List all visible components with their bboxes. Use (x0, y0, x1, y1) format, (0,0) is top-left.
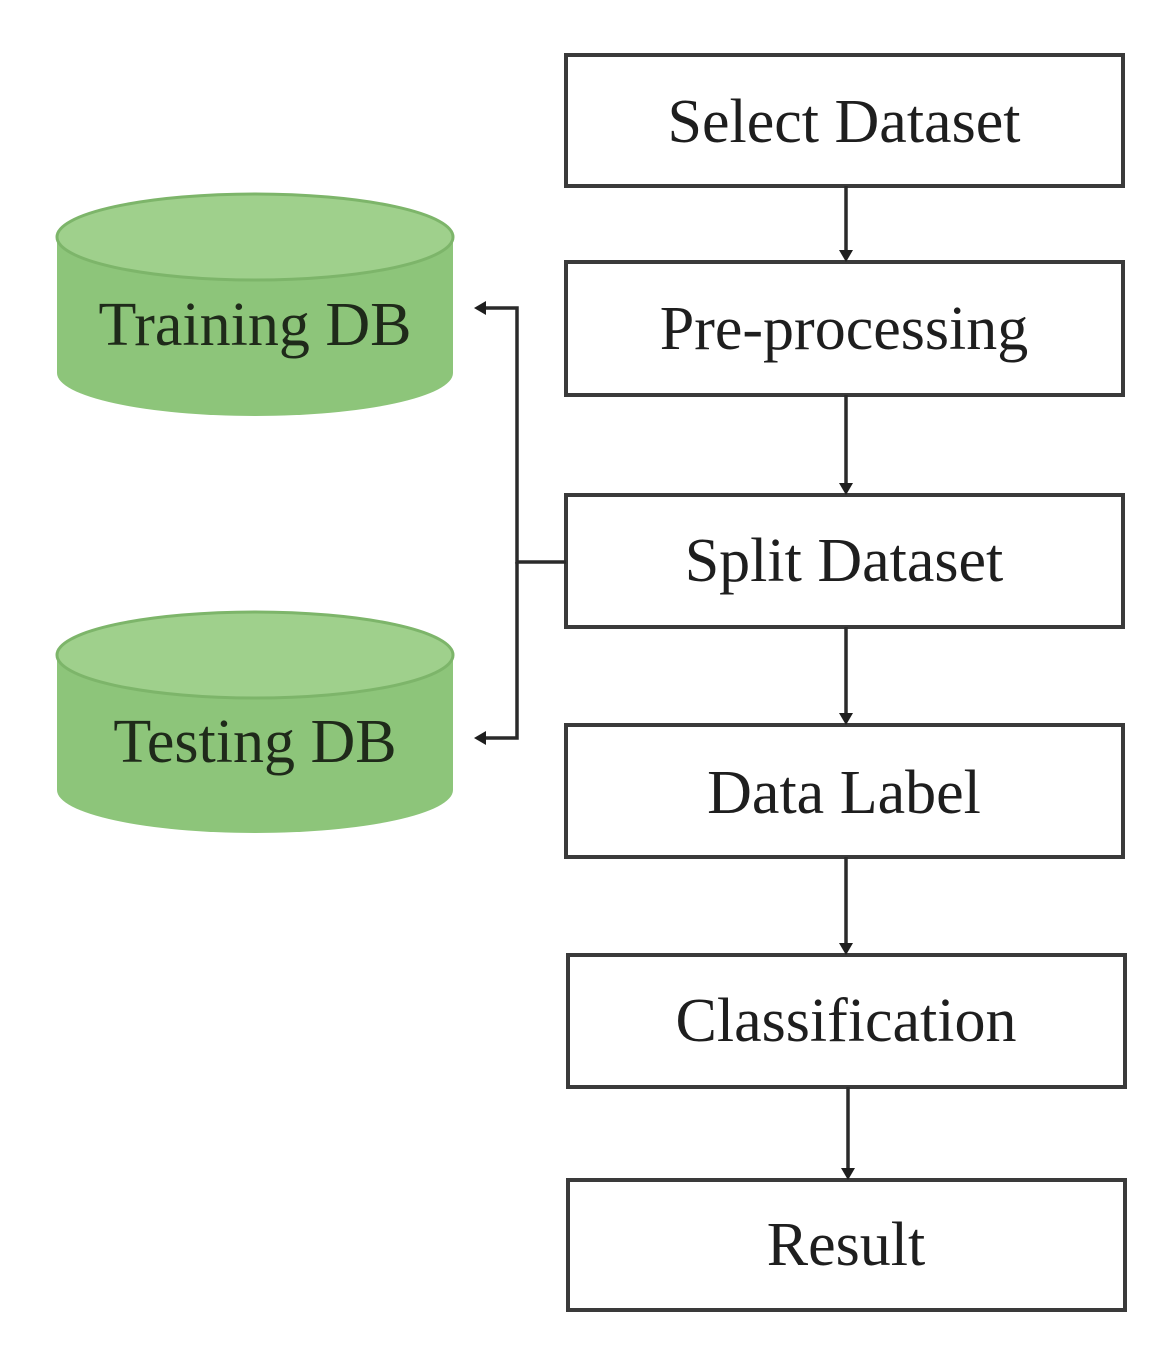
training-db-label: Training DB (99, 291, 412, 359)
arrowhead-down (839, 483, 853, 495)
training-db-top (55, 192, 455, 282)
step-label: Data Label (707, 759, 981, 827)
step-box (564, 53, 1125, 188)
step-label: Pre-processing (660, 295, 1028, 363)
arrowhead-down (839, 943, 853, 955)
testing-db-cylinder: Testing DB (55, 610, 455, 833)
step-box (564, 260, 1125, 397)
arrowhead-down (841, 1168, 855, 1180)
connector-to-training-db (485, 306, 519, 480)
step-result: Result (566, 1178, 1127, 1312)
step-label: Result (767, 1211, 925, 1279)
step-split-dataset: Split Dataset (564, 493, 1125, 629)
arrowhead-left-testing (474, 731, 486, 745)
step-data-label: Data Label (564, 723, 1125, 859)
arrowhead-left-training (474, 301, 486, 315)
step-pre-processing: Pre-processing (564, 260, 1125, 397)
step-label: Split Dataset (685, 527, 1004, 595)
testing-db-body (57, 655, 453, 833)
testing-db-top (55, 610, 455, 700)
training-db-body (57, 237, 453, 416)
step-box (564, 723, 1125, 859)
step-select-dataset: Select Dataset (564, 53, 1125, 188)
arrowhead-down (839, 250, 853, 262)
testing-db-label: Testing DB (113, 708, 396, 776)
connector-to-testing-db (485, 562, 519, 740)
training-db-cylinder: Training DB (55, 192, 455, 416)
arrowhead-down (839, 713, 853, 725)
step-classification: Classification (566, 953, 1127, 1089)
step-label: Select Dataset (668, 88, 1021, 156)
step-box (566, 1178, 1127, 1312)
connector-split-branch (515, 480, 566, 564)
step-box (564, 493, 1125, 629)
step-label: Classification (676, 987, 1017, 1055)
step-box (566, 953, 1127, 1089)
